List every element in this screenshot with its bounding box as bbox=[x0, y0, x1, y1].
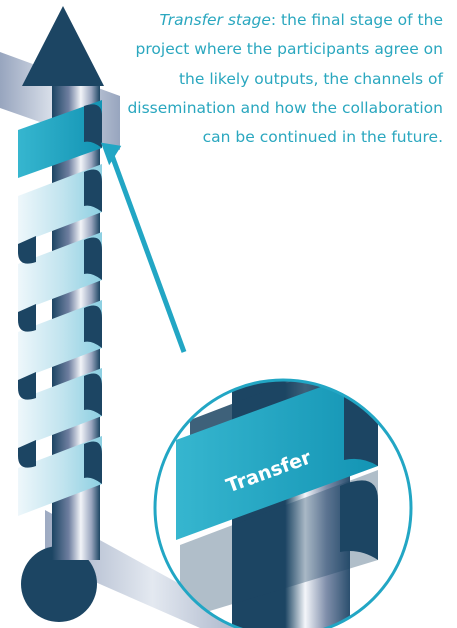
stage-name: Transfer stage bbox=[159, 11, 271, 29]
zoom-transfer-band bbox=[176, 380, 378, 540]
base-circle bbox=[21, 546, 97, 622]
transfer-band-fold bbox=[84, 104, 102, 148]
pointer-line bbox=[107, 149, 187, 353]
transfer-band bbox=[18, 100, 102, 178]
arrow-head-icon bbox=[22, 6, 104, 86]
stage-description-text: the final stage of the project where the… bbox=[127, 11, 443, 147]
zoom-circle bbox=[153, 378, 413, 628]
spiral-ribbons bbox=[18, 164, 102, 516]
ribbon-folds bbox=[18, 169, 102, 484]
stage-separator: : bbox=[270, 11, 282, 29]
pointer-arrow-head-icon bbox=[100, 142, 122, 166]
stage-description: Transfer stage: the final stage of the p… bbox=[123, 6, 443, 152]
